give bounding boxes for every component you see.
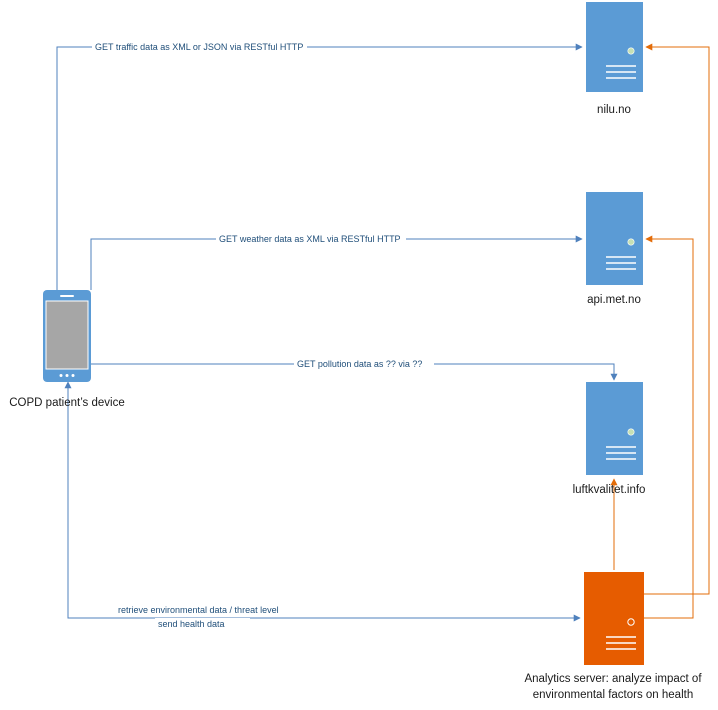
edge-label-retrieve: retrieve environmental data / threat lev… — [115, 604, 300, 616]
edge-label-pollution: GET pollution data as ?? via ?? — [294, 358, 434, 370]
server-nilu-label: nilu.no — [597, 104, 631, 116]
patient-device-label: COPD patient’s device — [9, 397, 124, 409]
server-nilu[interactable]: nilu.no — [586, 2, 643, 116]
server-met-label: api.met.no — [587, 294, 641, 306]
server-analytics-label-line2: environmental factors on health — [533, 689, 693, 701]
server-icon — [586, 382, 643, 475]
device-analytics-connector — [64, 381, 581, 622]
weather-connector — [90, 235, 583, 290]
svg-text:send health data: send health data — [158, 619, 225, 629]
server-analytics[interactable]: Analytics server: analyze impact of envi… — [524, 572, 702, 701]
analytics-to-nilu-connector — [644, 43, 710, 595]
server-icon — [586, 2, 643, 92]
server-luft[interactable]: luftkvalitet.info — [573, 382, 646, 496]
svg-text:GET pollution data as ?? via ?: GET pollution data as ?? via ?? — [297, 359, 422, 369]
server-icon — [586, 192, 643, 285]
server-luft-label: luftkvalitet.info — [573, 484, 646, 496]
svg-text:GET traffic data as XML or JSO: GET traffic data as XML or JSON via REST… — [95, 42, 303, 52]
edge-label-weather: GET weather data as XML via RESTful HTTP — [216, 233, 406, 245]
svg-text:retrieve environmental data /: retrieve environmental data / threat lev… — [118, 605, 279, 615]
analytics-to-met-connector — [644, 235, 694, 619]
server-analytics-label-line1: Analytics server: analyze impact of — [524, 673, 702, 685]
smartphone-icon — [43, 290, 91, 382]
edge-label-traffic: GET traffic data as XML or JSON via REST… — [92, 41, 307, 53]
traffic-connector — [56, 43, 583, 290]
svg-text:GET weather data as XML via RE: GET weather data as XML via RESTful HTTP — [219, 234, 401, 244]
patient-device[interactable]: COPD patient’s device — [9, 290, 125, 409]
server-icon — [584, 572, 644, 665]
pollution-connector — [91, 363, 618, 381]
server-met[interactable]: api.met.no — [586, 192, 643, 306]
edge-label-send: send health data — [155, 618, 250, 630]
